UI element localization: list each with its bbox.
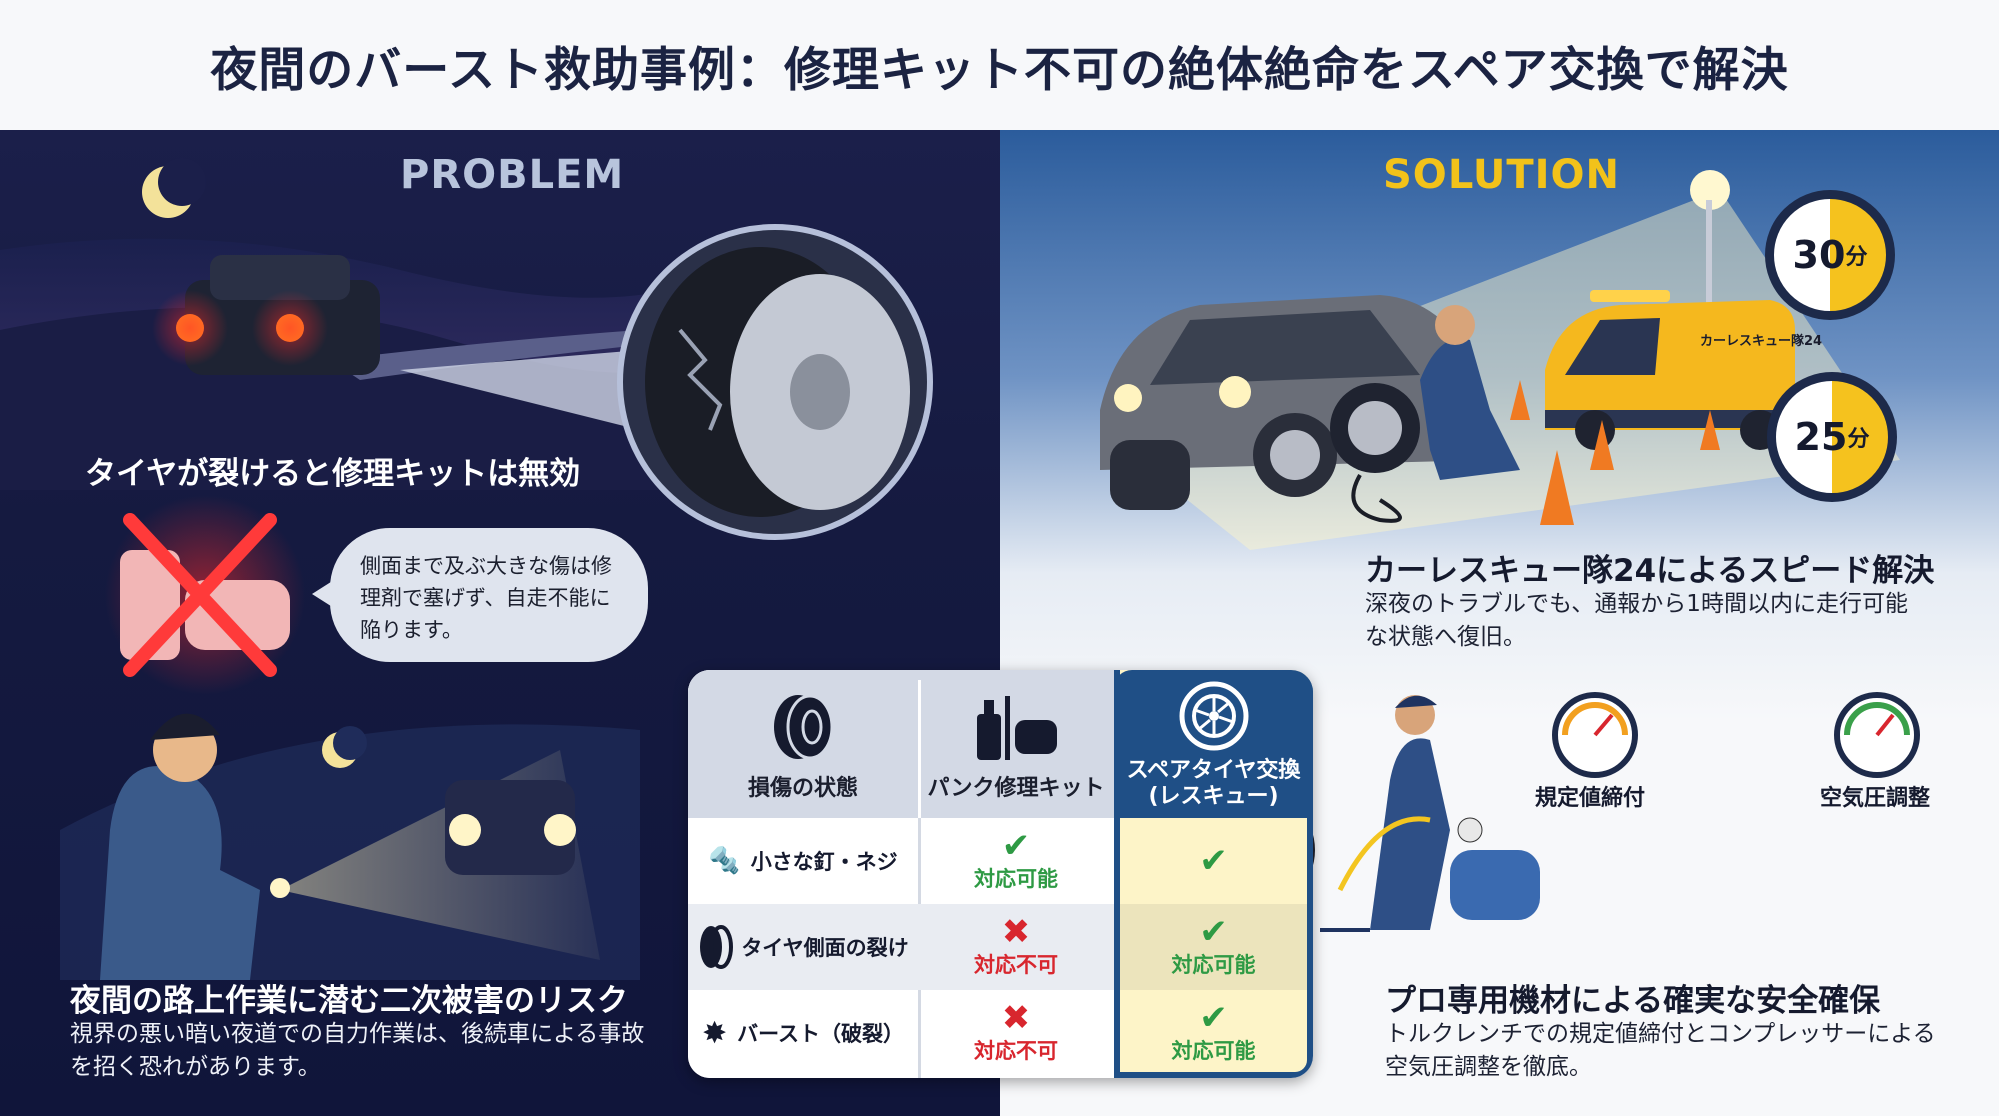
kit-result: ✖対応不可 xyxy=(918,990,1114,1076)
check-icon: ✔ xyxy=(1199,912,1228,952)
header-label: パンク修理キット xyxy=(927,776,1105,801)
check-icon: ✔ xyxy=(1199,841,1228,881)
flood-light xyxy=(1690,170,1730,310)
damage-label: タイヤ側面の裂け xyxy=(741,936,909,960)
spare-result: ✔対応可能 xyxy=(1114,990,1313,1076)
mechanic-with-tire xyxy=(1330,305,1520,523)
moon-icon xyxy=(142,158,206,218)
screw-icon: 🔩 xyxy=(708,846,741,876)
header-label: スペアタイヤ交換 (レスキュー) xyxy=(1126,758,1301,809)
cross-icon: ✖ xyxy=(1001,912,1031,952)
header-repair-kit: パンク修理キット xyxy=(918,670,1114,818)
header: 夜間のバースト救助事例：修理キット不可の絶体絶命をスペア交換で解決 xyxy=(0,0,1999,130)
damage-label: 小さな釘・ネジ xyxy=(750,850,898,874)
problem-heading-2: 夜間の路上作業に潜む二次被害のリスク xyxy=(70,983,628,1019)
timer-value: 30 xyxy=(1792,233,1846,277)
result-text: 対応可能 xyxy=(974,867,1058,891)
timer-unit: 分 xyxy=(1845,245,1868,270)
spare-result: ✔対応可能 xyxy=(1114,904,1313,990)
header-damage: 損傷の状態 xyxy=(688,670,918,818)
problem-panel: PROBLEM タイヤが裂けると修理キットは無効 側面まで及ぶ大きな傷は修理剤で… xyxy=(0,130,1000,1116)
table-row-damage: タイヤ側面の裂け xyxy=(688,904,918,990)
result-text: 対応不可 xyxy=(974,953,1058,977)
night-roadside-scene xyxy=(60,713,640,980)
gauge-label-pressure: 空気圧調整 xyxy=(1820,786,1931,811)
comparison-table: 損傷の状態 パンク修理キット スペアタイヤ交換 (レスキュー) 🔩 小さな釘・ネジ… xyxy=(688,670,1313,1078)
moon-icon xyxy=(322,726,367,768)
spare-result: ✔ xyxy=(1114,818,1313,904)
solution-label: SOLUTION xyxy=(1383,152,1621,198)
solution-illustration: カーレスキュー隊24 xyxy=(1100,170,1920,932)
rescue-van: カーレスキュー隊24 xyxy=(1545,290,1822,450)
problem-text-2: 視界の悪い暗い夜道での自力作業は、後続車による事故を招く恐れがあります。 xyxy=(70,1021,645,1080)
kit-result: ✖対応不可 xyxy=(918,904,1114,990)
solution-heading-1: カーレスキュー隊24によるスピード解決 xyxy=(1365,553,1935,589)
check-icon: ✔ xyxy=(1199,998,1228,1038)
header-spare-tire: スペアタイヤ交換 (レスキュー) xyxy=(1114,670,1313,818)
solution-text-2: トルクレンチでの規定値締付とコンプレッサーによる空気圧調整を徹底。 xyxy=(1385,1021,1936,1080)
table-row-damage: 🔩 小さな釘・ネジ xyxy=(688,818,918,904)
header-label: 損傷の状態 xyxy=(747,776,858,801)
result-text: 対応可能 xyxy=(1171,1039,1256,1063)
gauge-label-torque: 規定値締付 xyxy=(1535,786,1646,811)
damage-label: バースト（破裂） xyxy=(737,1022,905,1046)
solution-text-1: 深夜のトラブルでも、通報から1時間以内に走行可能な状態へ復旧。 xyxy=(1365,591,1908,650)
pressure-gauge-icon xyxy=(1834,692,1920,778)
timer-value: 25 xyxy=(1794,415,1848,459)
wheel-icon xyxy=(1179,681,1248,751)
problem-label: PROBLEM xyxy=(400,152,625,198)
van-text: カーレスキュー隊24 xyxy=(1700,333,1822,349)
traffic-cones xyxy=(1510,380,1720,525)
page-title: 夜間のバースト救助事例：修理キット不可の絶体絶命をスペア交換で解決 xyxy=(210,42,1789,98)
compressor-scene xyxy=(1337,695,1540,930)
broken-down-car xyxy=(152,255,380,375)
kit-result: ✔対応可能 xyxy=(918,818,1114,904)
repair-kit-icon xyxy=(977,696,1057,760)
problem-heading-1: タイヤが裂けると修理キットは無効 xyxy=(85,456,581,492)
timer-unit: 分 xyxy=(1847,427,1870,452)
torque-gauge-icon xyxy=(1552,692,1638,778)
problem-illustration xyxy=(0,158,933,980)
result-text: 対応可能 xyxy=(1171,953,1256,977)
cracked-tire-image xyxy=(617,224,933,540)
result-text: 対応不可 xyxy=(974,1039,1058,1063)
cracked-tire-icon xyxy=(700,925,734,969)
repair-kit-crossed-icon xyxy=(105,495,305,695)
cross-icon: ✖ xyxy=(1001,998,1031,1038)
check-icon: ✔ xyxy=(1001,826,1031,866)
burst-icon: ✸ xyxy=(701,1015,728,1051)
speech-bubble: 側面まで及ぶ大きな傷は修理剤で塞げず、自走不能に陥ります。 xyxy=(312,528,648,662)
tire-icon xyxy=(774,694,834,760)
solution-heading-2: プロ専用機材による確実な安全確保 xyxy=(1385,983,1881,1019)
table-row-damage: ✸ バースト（破裂） xyxy=(688,990,918,1076)
